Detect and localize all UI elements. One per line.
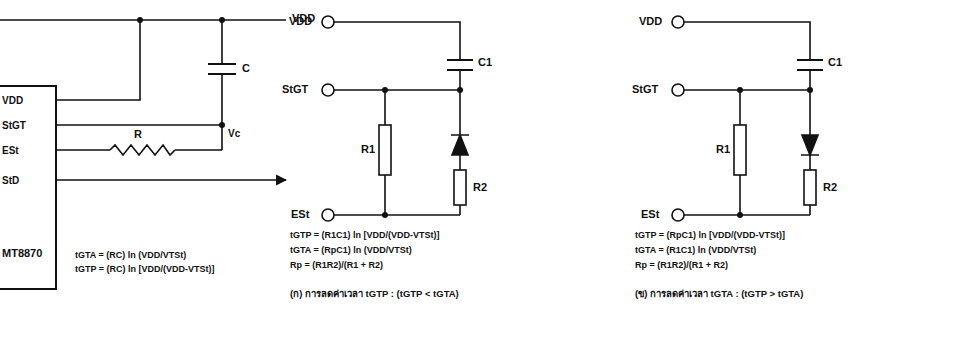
node-label: Vc (228, 128, 240, 140)
pin-name: VDD (2, 95, 23, 107)
component-label: C1 (478, 56, 492, 69)
est-wire (57, 149, 222, 151)
r2-lead (459, 155, 461, 215)
pin-label: ESt (641, 208, 659, 221)
resistor-symbol (110, 145, 175, 155)
ic-chip: VDD StGT EStStD MT8870 (0, 85, 57, 290)
pin-name: StD (2, 175, 19, 187)
formula: tGTP = (RpC1) ln [VDD/(VDD-VTSt)] (635, 230, 785, 241)
vdd-wire (684, 22, 810, 135)
stgt-wire (57, 124, 222, 126)
resistor-symbol (734, 125, 746, 175)
terminal (322, 84, 334, 96)
formula: tGTA = (RC) ln (VDD/VTSt) (75, 250, 186, 261)
resistor-symbol (379, 125, 391, 175)
junction-dot (457, 87, 463, 93)
caption: (ก) การลดค่าเวลา tGTP : (tGTP < tGTA) (290, 288, 459, 299)
pin-label: ESt (291, 208, 309, 221)
component-label: R2 (823, 181, 837, 194)
junction-dot (382, 212, 388, 218)
capacitor-symbol (797, 60, 823, 70)
formula: tGTP = (R1C1) ln [VDD/(VDD-VTSt)] (290, 230, 440, 241)
junction-dot (807, 87, 813, 93)
terminal (322, 16, 334, 28)
caption: (ข) การลดค่าเวลา tGTA : (tGTP > tGTA) (635, 288, 803, 299)
junction-dot (737, 212, 743, 218)
formula: tGTA = (RpC1) ln (VDD/VTSt) (290, 245, 412, 256)
component-label: R1 (361, 143, 375, 156)
pin-label: VDD (289, 15, 312, 28)
pin-label: StGT (282, 83, 308, 96)
formula: tGTP = (RC) ln [VDD/(VDD-VTSt)] (75, 264, 215, 275)
formula: tGTA = (R1C1) ln (VDD/VTSt) (635, 245, 756, 256)
terminal (672, 209, 684, 221)
formula: Rp = (R1R2)/(R1 + R2) (290, 260, 383, 271)
pin-label: VDD (639, 15, 662, 28)
r1-lead (739, 90, 741, 215)
stgt-wire (684, 89, 810, 91)
component-label: R (134, 128, 142, 141)
capacitor-symbol (208, 64, 236, 74)
pin-name: ESt (2, 145, 19, 157)
component-label: R1 (716, 143, 730, 156)
terminal (322, 209, 334, 221)
std-output (57, 179, 286, 181)
component-label: R2 (473, 181, 487, 194)
est-wire (684, 214, 810, 216)
diode-symbol (801, 135, 819, 155)
vdd-pin-wire (57, 20, 140, 100)
terminal (672, 84, 684, 96)
junction-dot (219, 122, 225, 128)
junction-dot (219, 17, 225, 23)
resistor-symbol (454, 170, 466, 205)
chip-name: MT8870 (2, 247, 42, 260)
junction-dot (382, 87, 388, 93)
terminal (672, 16, 684, 28)
est-wire (334, 214, 460, 216)
capacitor-symbol (447, 60, 473, 70)
stgt-wire (334, 89, 460, 91)
capacitor-lead (221, 20, 223, 150)
component-label: C (242, 62, 250, 75)
formula: Rp = (R1R2)/(R1 + R2) (635, 260, 728, 271)
vdd-wire (334, 22, 460, 135)
resistor-symbol (804, 170, 816, 205)
component-label: C1 (828, 56, 842, 69)
pin-name: StGT (2, 120, 26, 132)
pin-label: StGT (632, 83, 658, 96)
junction-dot (137, 17, 143, 23)
junction-dot (737, 87, 743, 93)
r1-lead (384, 90, 386, 215)
diode-symbol (451, 135, 469, 155)
r2-lead (809, 155, 811, 215)
